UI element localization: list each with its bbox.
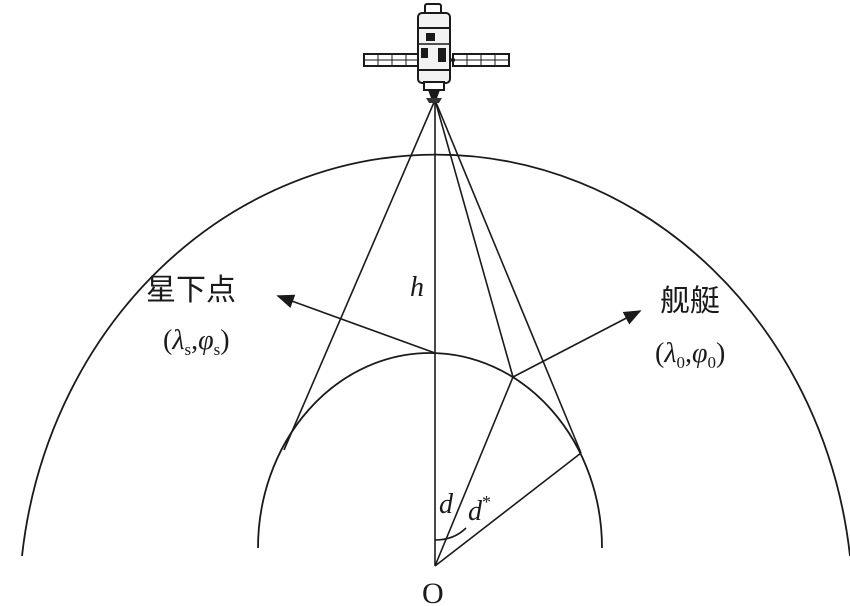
- angle-arc: [434, 527, 467, 541]
- angle-d-label: d: [439, 489, 454, 520]
- subsatellite-coords-label: (λs,φs): [163, 325, 230, 359]
- ship-coords-label: (λ0,φ0): [655, 338, 725, 372]
- satellite-icon: [363, 3, 510, 103]
- ship-line-of-sight: [434, 99, 514, 378]
- ship-radius-line: [434, 376, 514, 567]
- center-label: O: [422, 577, 444, 606]
- height-label: h: [410, 272, 424, 303]
- ship-arrow: [512, 310, 642, 378]
- subsatellite-arrow: [276, 294, 436, 354]
- left-coverage-line: [283, 99, 436, 451]
- ship-label: 舰艇: [660, 284, 720, 319]
- tangent-radius-line: [434, 452, 582, 567]
- earth-arc: [257, 352, 603, 549]
- right-coverage-line: [434, 99, 582, 454]
- angle-d-star-label: d*: [468, 492, 491, 527]
- subsatellite-label: 星下点: [146, 273, 236, 308]
- orbit-arc: [21, 153, 850, 557]
